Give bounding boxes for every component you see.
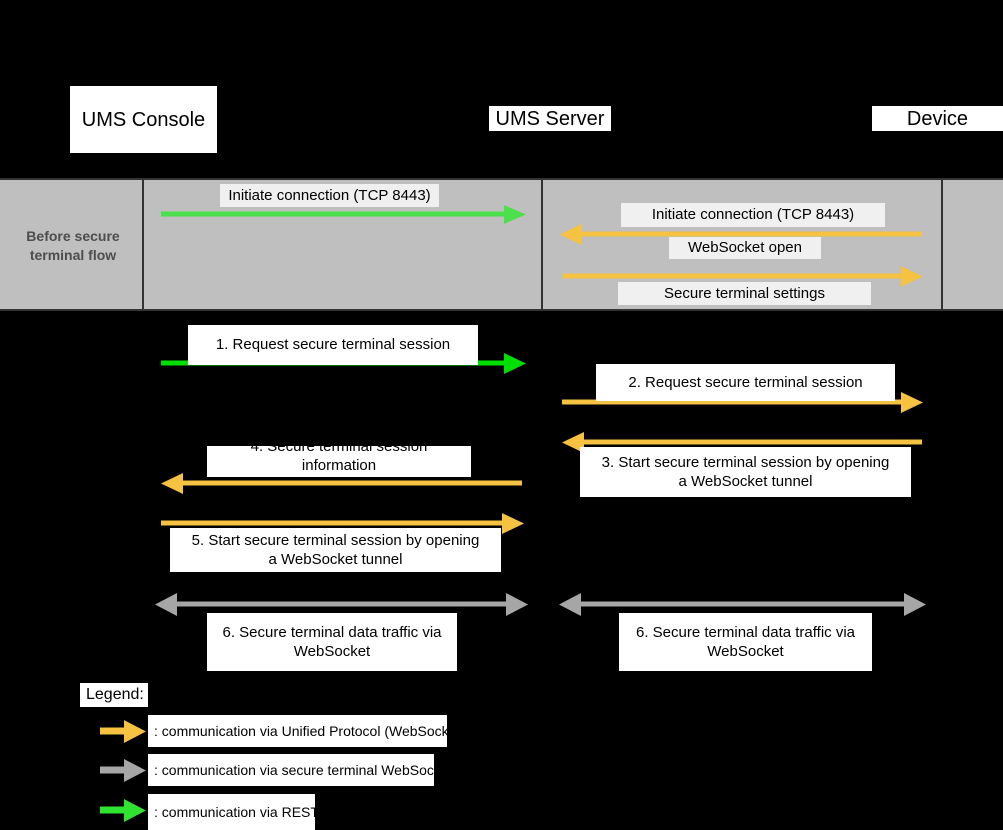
message-label-band-initiate-connection-device: Initiate connection (TCP 8443) bbox=[621, 203, 885, 227]
legend-item-unified-protocol: : communication via Unified Protocol (We… bbox=[148, 715, 465, 747]
participant-box-ums-server: UMS Server bbox=[489, 106, 611, 131]
participant-label-ums-console: UMS Console bbox=[81, 108, 206, 131]
band-divider-server-device bbox=[541, 180, 543, 309]
message-label-step-5: 5. Start secure terminal session by open… bbox=[170, 528, 501, 572]
message-label-step-2: 2. Request secure terminal session bbox=[596, 364, 895, 401]
legend-arrow-unified-protocol bbox=[100, 720, 146, 743]
band-divider-device-right bbox=[941, 180, 943, 309]
legend-arrow-secure-terminal-websocket bbox=[100, 759, 146, 782]
participant-label-device: Device bbox=[906, 107, 969, 130]
message-label-band-initiate-connection-console: Initiate connection (TCP 8443) bbox=[220, 184, 439, 207]
legend-title: Legend: bbox=[80, 683, 148, 707]
legend-arrow-rest bbox=[100, 799, 146, 822]
message-label-band-secure-terminal-settings: Secure terminal settings bbox=[618, 282, 871, 305]
message-label-step-4: 4. Secure terminal session information bbox=[207, 438, 471, 477]
message-label-step-6-server-device: 6. Secure terminal data traffic via WebS… bbox=[619, 613, 872, 671]
message-label-step-3: 3. Start secure terminal session by open… bbox=[580, 447, 911, 497]
participant-label-ums-server: UMS Server bbox=[495, 107, 605, 130]
message-label-step-1: 1. Request secure terminal session bbox=[188, 325, 478, 365]
message-label-band-websocket-open: WebSocket open bbox=[669, 237, 821, 259]
phase-band-label-text: Before secure terminal flow bbox=[26, 227, 120, 263]
phase-band-label: Before secure terminal flow bbox=[10, 198, 136, 293]
phase-band-before-secure-terminal-flow bbox=[0, 178, 1003, 311]
message-label-step-6-console-server: 6. Secure terminal data traffic via WebS… bbox=[207, 613, 457, 671]
participant-box-ums-console: UMS Console bbox=[70, 86, 217, 153]
participant-box-device: Device bbox=[872, 106, 1003, 131]
band-divider-console-server bbox=[142, 180, 144, 309]
legend-item-rest: : communication via REST bbox=[148, 794, 319, 830]
legend-item-secure-terminal-websocket: : communication via secure terminal WebS… bbox=[148, 754, 453, 786]
